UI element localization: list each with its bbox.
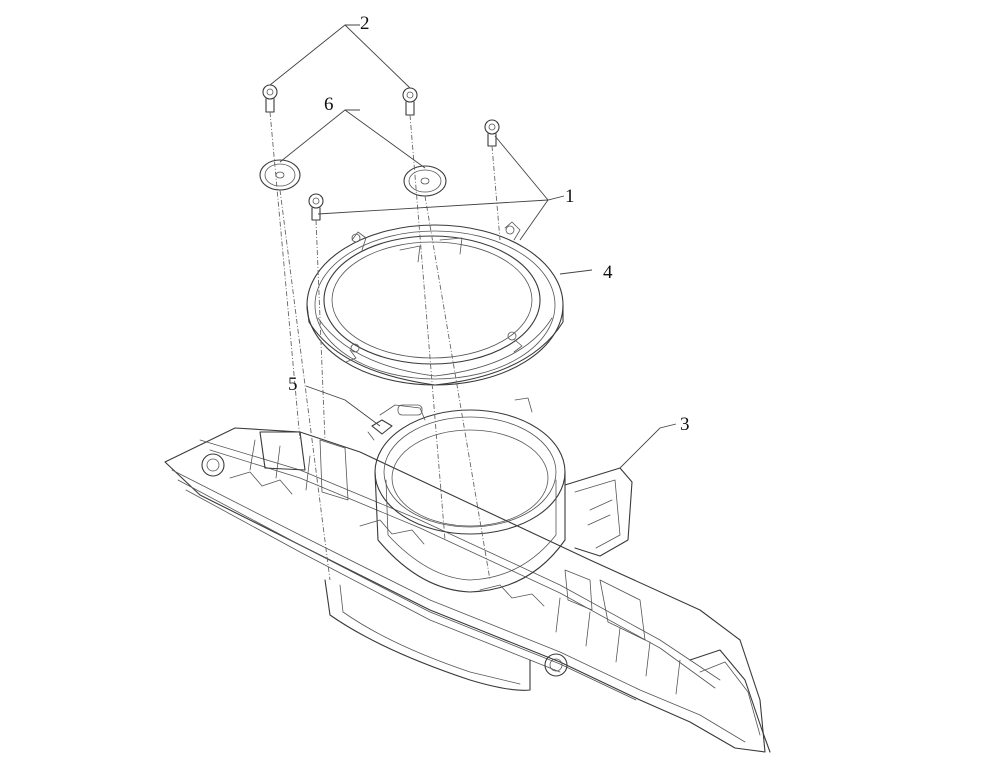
callout-5: 5 (288, 374, 298, 395)
screw-top-left (262, 84, 278, 113)
callout-4: 4 (603, 262, 613, 283)
assembly-axes (269, 111, 501, 581)
washer-left (259, 159, 301, 191)
screw-left (308, 193, 324, 221)
screws (262, 84, 500, 221)
callout-6: 6 (324, 94, 334, 115)
screw-right (484, 119, 500, 147)
screw-top-right (402, 87, 418, 116)
callout-3: 3 (680, 414, 690, 435)
base-housing (164, 397, 771, 753)
washers (259, 159, 447, 197)
clip-part (367, 419, 393, 441)
callout-labels: 1 2 3 4 5 6 (288, 13, 690, 435)
callout-1: 1 (565, 186, 575, 207)
leader-lines (269, 24, 677, 469)
washer-right (403, 165, 447, 197)
callout-2: 2 (360, 13, 370, 34)
ring-part (306, 221, 564, 386)
